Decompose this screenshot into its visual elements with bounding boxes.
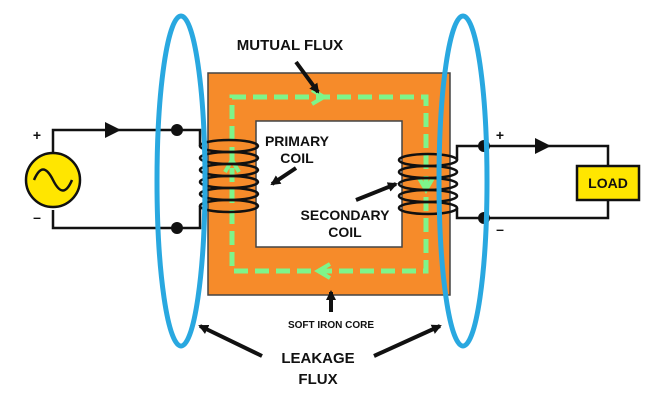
load-box: LOAD (575, 164, 641, 202)
soft-iron-core-label: SOFT IRON CORE (288, 320, 374, 331)
load-label: LOAD (588, 175, 628, 191)
leakage-pointer-left (198, 324, 263, 358)
soft-iron-core (207, 72, 451, 296)
secondary-plus-sign: + (496, 127, 504, 143)
primary-plus-sign: + (33, 127, 41, 143)
current-arrow-primary (105, 122, 121, 138)
secondary-coil-label-line1: SECONDARY (301, 207, 391, 223)
ac-source (24, 151, 82, 209)
primary-coil-label-line2: COIL (280, 150, 314, 166)
flux-arrow-bottom (314, 262, 332, 280)
sine-wave-icon (32, 168, 74, 192)
flux-arrow-left (223, 156, 241, 174)
leakage-flux-label-line1: LEAKAGE (281, 350, 354, 367)
leakage-flux-loop-left (154, 13, 208, 349)
secondary-coil (397, 152, 459, 216)
secondary-coil-label-line2: COIL (328, 224, 362, 240)
pointer-arrows (198, 60, 442, 358)
primary-coil-pointer (270, 166, 298, 186)
secondary-minus-sign: – (496, 221, 504, 237)
current-arrow-secondary (535, 138, 551, 154)
mutual-flux-label: MUTUAL FLUX (237, 37, 343, 54)
node-dot (171, 124, 183, 136)
primary-coil-label-line1: PRIMARY (265, 133, 330, 149)
primary-circuit (51, 122, 202, 234)
leakage-flux-label-line2: FLUX (298, 371, 337, 388)
mutual-flux-pointer (294, 60, 320, 94)
leakage-pointer-right (373, 324, 442, 358)
secondary-coil-pointer (355, 182, 398, 202)
node-dot (171, 222, 183, 234)
primary-minus-sign: – (33, 209, 41, 225)
leakage-flux-loop-right (436, 13, 490, 349)
